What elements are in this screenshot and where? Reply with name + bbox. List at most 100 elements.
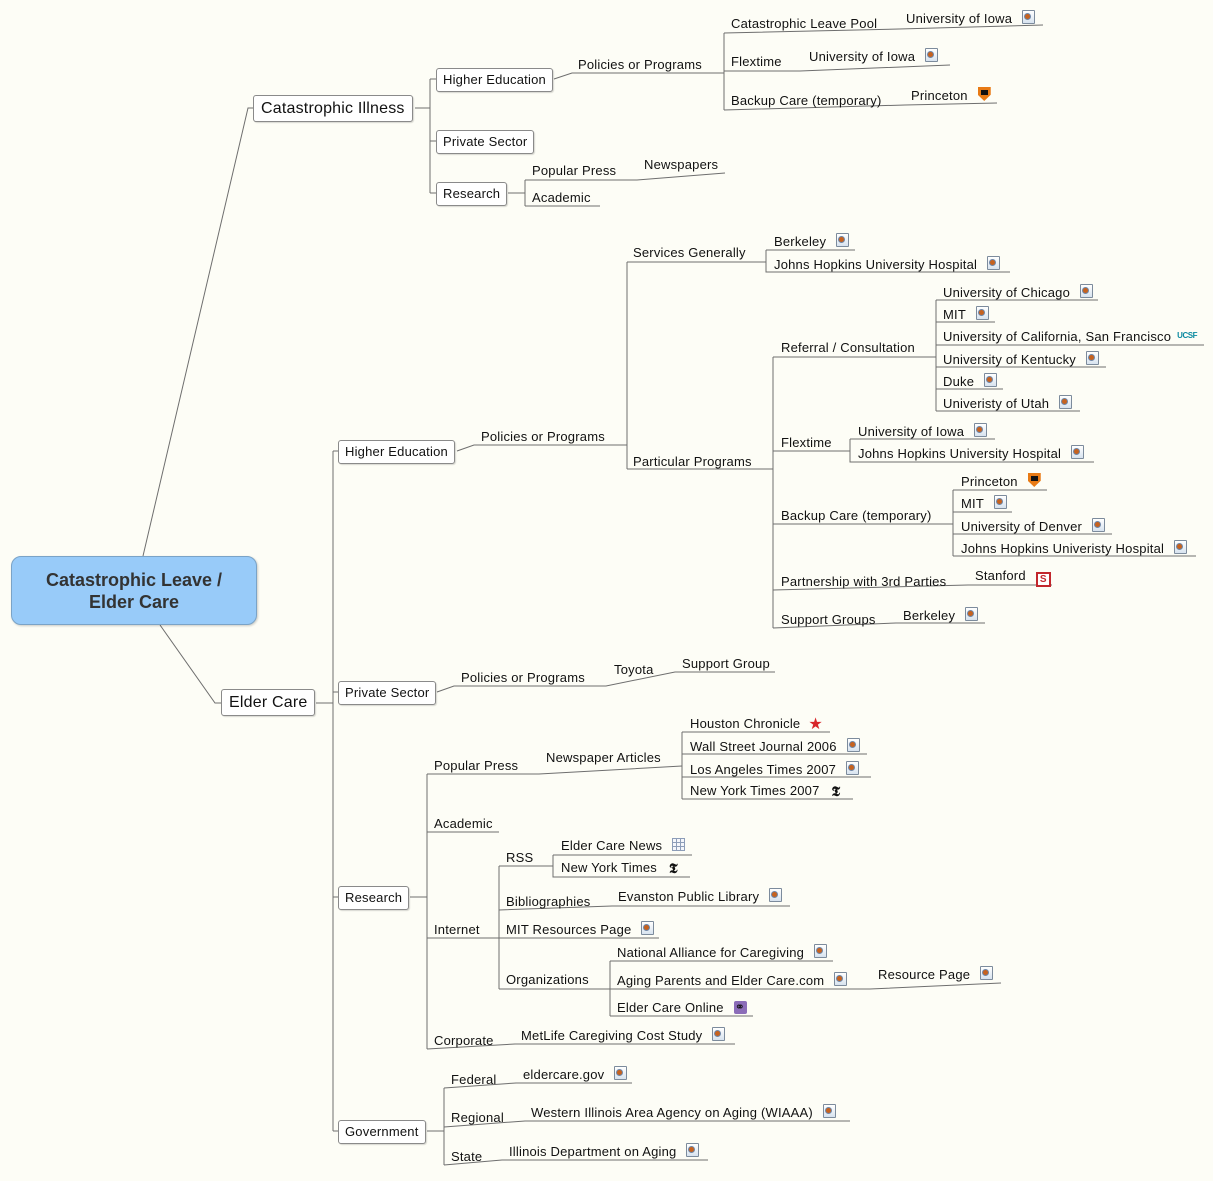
document-icon bbox=[984, 373, 998, 387]
star-logo-icon: ★ bbox=[808, 716, 823, 733]
topic-services-berkeley[interactable]: Berkeley bbox=[774, 233, 850, 250]
topic-regional[interactable]: Regional bbox=[451, 1110, 504, 1125]
topic-referral[interactable]: Referral / Consultation bbox=[781, 340, 915, 355]
topic-ec-higher-education[interactable]: Higher Education bbox=[338, 440, 455, 464]
princeton-shield-icon bbox=[1027, 473, 1041, 487]
document-icon bbox=[1071, 445, 1085, 459]
topic-state-illinois[interactable]: Illinois Department on Aging bbox=[509, 1143, 700, 1160]
topic-ec-flextime-jhu[interactable]: Johns Hopkins University Hospital bbox=[858, 445, 1085, 462]
central-topic-line1: Catastrophic Leave / bbox=[45, 569, 223, 590]
topic-toyota-support-group[interactable]: Support Group bbox=[682, 656, 770, 671]
topic-organizations[interactable]: Organizations bbox=[506, 972, 589, 987]
document-icon bbox=[834, 972, 848, 986]
topic-ec-policies[interactable]: Policies or Programs bbox=[481, 429, 605, 444]
topic-ci-newspapers[interactable]: Newspapers bbox=[644, 157, 719, 172]
topic-ec-flextime-iowa[interactable]: University of Iowa bbox=[858, 423, 988, 440]
document-icon bbox=[686, 1143, 700, 1157]
topic-ec-research[interactable]: Research bbox=[338, 886, 410, 910]
topic-referral-utah[interactable]: Univeristy of Utah bbox=[943, 395, 1073, 412]
document-icon bbox=[822, 1104, 836, 1118]
topic-support-groups[interactable]: Support Groups bbox=[781, 612, 876, 627]
topic-referral-duke[interactable]: Duke bbox=[943, 373, 998, 390]
topic-newspaper-articles[interactable]: Newspaper Articles bbox=[546, 750, 661, 765]
topic-ci-higher-education[interactable]: Higher Education bbox=[436, 68, 553, 92]
topic-ci-leave-pool[interactable]: Catastrophic Leave Pool bbox=[731, 16, 878, 31]
topic-elder-care[interactable]: Elder Care bbox=[221, 689, 316, 716]
topic-internet[interactable]: Internet bbox=[434, 922, 480, 937]
document-icon bbox=[993, 495, 1007, 509]
topic-referral-chicago[interactable]: University of Chicago bbox=[943, 284, 1094, 301]
topic-ci-policies[interactable]: Policies or Programs bbox=[578, 57, 702, 72]
topic-org-aging-parents[interactable]: Aging Parents and Elder Care.com bbox=[617, 972, 848, 989]
topic-state[interactable]: State bbox=[451, 1149, 483, 1164]
document-icon bbox=[965, 607, 979, 621]
topic-article-wsj[interactable]: Wall Street Journal 2006 bbox=[690, 738, 860, 755]
topic-regional-wiaaa[interactable]: Western Illinois Area Agency on Aging (W… bbox=[531, 1104, 836, 1121]
topic-ci-flextime[interactable]: Flextime bbox=[731, 54, 782, 69]
topic-services-johns-hopkins[interactable]: Johns Hopkins University Hospital bbox=[774, 256, 1001, 273]
topic-services-generally[interactable]: Services Generally bbox=[633, 245, 746, 260]
document-icon bbox=[975, 306, 989, 320]
topic-article-houston[interactable]: Houston Chronicle★ bbox=[690, 716, 823, 733]
topic-catastrophic-illness[interactable]: Catastrophic Illness bbox=[253, 95, 413, 122]
topic-referral-mit[interactable]: MIT bbox=[943, 306, 989, 323]
topic-ci-academic[interactable]: Academic bbox=[532, 190, 591, 205]
topic-ci-flextime-iowa[interactable]: University of Iowa bbox=[809, 48, 939, 65]
topic-org-elder-care-online[interactable]: Elder Care Online bbox=[617, 999, 747, 1016]
topic-rss-elder-care-news[interactable]: Elder Care News bbox=[561, 838, 686, 854]
document-icon bbox=[1174, 540, 1188, 554]
topic-ec-backup-care[interactable]: Backup Care (temporary) bbox=[781, 508, 932, 523]
topic-ci-popular-press[interactable]: Popular Press bbox=[532, 163, 617, 178]
topic-ec-backup-denver[interactable]: University of Denver bbox=[961, 518, 1106, 535]
topic-bib-evanston[interactable]: Evanston Public Library bbox=[618, 888, 783, 905]
topic-partnership[interactable]: Partnership with 3rd Parties bbox=[781, 574, 947, 589]
topic-ec-flextime[interactable]: Flextime bbox=[781, 435, 832, 450]
document-icon bbox=[1086, 351, 1100, 365]
document-icon bbox=[846, 738, 860, 752]
grid-icon bbox=[672, 838, 686, 851]
document-icon bbox=[1092, 518, 1106, 532]
ucsf-logo-icon: UCSF bbox=[1177, 331, 1197, 340]
topic-ci-backup-princeton[interactable]: Princeton bbox=[911, 87, 991, 104]
topic-ec-backup-princeton[interactable]: Princeton bbox=[961, 473, 1041, 490]
topic-particular-programs[interactable]: Particular Programs bbox=[633, 454, 752, 469]
topic-government[interactable]: Government bbox=[338, 1120, 426, 1144]
topic-org-nac[interactable]: National Alliance for Caregiving bbox=[617, 944, 828, 961]
topic-ci-private-sector[interactable]: Private Sector bbox=[436, 130, 535, 154]
topic-bibliographies[interactable]: Bibliographies bbox=[506, 894, 591, 909]
topic-ec-ps-policies[interactable]: Policies or Programs bbox=[461, 670, 585, 685]
nyt-logo-icon: 𝕿 bbox=[831, 784, 841, 800]
topic-rss[interactable]: RSS bbox=[506, 850, 534, 865]
topic-corp-metlife[interactable]: MetLife Caregiving Cost Study bbox=[521, 1027, 726, 1044]
topic-article-lat[interactable]: Los Angeles Times 2007 bbox=[690, 761, 860, 778]
princeton-shield-icon bbox=[977, 87, 991, 101]
document-icon bbox=[980, 966, 994, 980]
topic-toyota[interactable]: Toyota bbox=[614, 662, 654, 677]
topic-org-resource-page[interactable]: Resource Page bbox=[878, 966, 994, 983]
link-icon bbox=[733, 999, 747, 1015]
topic-ci-leave-pool-iowa[interactable]: University of Iowa bbox=[906, 10, 1036, 27]
topic-ci-research[interactable]: Research bbox=[436, 182, 508, 206]
topic-ec-academic[interactable]: Academic bbox=[434, 816, 493, 831]
topic-ec-private-sector[interactable]: Private Sector bbox=[338, 681, 437, 705]
topic-ec-backup-mit[interactable]: MIT bbox=[961, 495, 1007, 512]
topic-ci-backup-care[interactable]: Backup Care (temporary) bbox=[731, 93, 882, 108]
document-icon bbox=[925, 48, 939, 62]
document-icon bbox=[846, 761, 860, 775]
topic-ec-popular-press[interactable]: Popular Press bbox=[434, 758, 519, 773]
central-topic[interactable]: Catastrophic Leave / Elder Care bbox=[11, 556, 257, 625]
topic-mit-resources[interactable]: MIT Resources Page bbox=[506, 921, 655, 938]
document-icon bbox=[1022, 10, 1036, 24]
document-icon bbox=[814, 944, 828, 958]
topic-referral-kentucky[interactable]: University of Kentucky bbox=[943, 351, 1100, 368]
document-icon bbox=[974, 423, 988, 437]
topic-federal[interactable]: Federal bbox=[451, 1072, 497, 1087]
topic-ec-backup-jhu[interactable]: Johns Hopkins Univeristy Hospital bbox=[961, 540, 1188, 557]
topic-federal-eldercare-gov[interactable]: eldercare.gov bbox=[523, 1066, 628, 1083]
topic-support-berkeley[interactable]: Berkeley bbox=[903, 607, 979, 624]
topic-corporate[interactable]: Corporate bbox=[434, 1033, 494, 1048]
